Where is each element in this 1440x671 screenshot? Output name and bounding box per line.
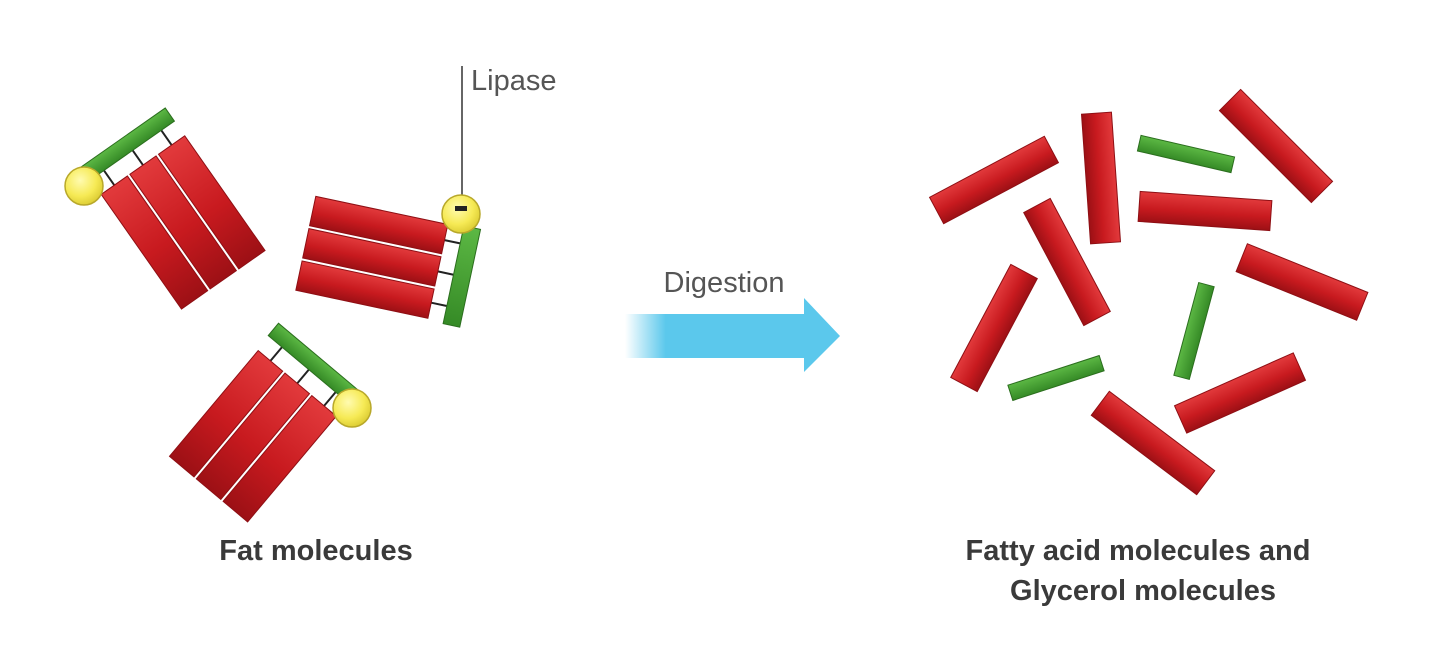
- lipase-enzyme: [64, 166, 104, 206]
- fatty-acid-bar: [195, 372, 311, 501]
- fatty-acid-molecule: [1218, 88, 1334, 204]
- fatty-acid-bar: [308, 195, 449, 255]
- glycerol-molecule: [1136, 134, 1236, 174]
- glycerol-molecule: [1007, 354, 1105, 402]
- lipase-active-site: [455, 206, 467, 211]
- products-caption-line1: Fatty acid molecules and: [966, 535, 1311, 567]
- fatty-acid-bar: [168, 349, 284, 478]
- fat-molecule-2: [295, 195, 482, 328]
- digestion-arrow: [625, 298, 840, 372]
- fatty-acid-bar: [222, 394, 338, 523]
- products-caption-line2: Glycerol molecules: [1010, 575, 1276, 607]
- fatty-acid-bar: [129, 155, 238, 290]
- lipase-enzyme: [332, 388, 372, 428]
- fatty-acid-molecule: [1023, 197, 1111, 327]
- fatty-acid-molecule: [1137, 190, 1273, 232]
- digestion-label: Digestion: [664, 267, 785, 299]
- fat-molecules-caption: Fat molecules: [219, 535, 412, 567]
- fatty-acid-molecule: [950, 263, 1038, 393]
- fat-molecule-3: [168, 322, 361, 523]
- fatty-acid-molecule: [928, 135, 1060, 225]
- lipase-label: Lipase: [471, 65, 556, 97]
- fatty-acid-bar: [302, 228, 442, 287]
- fatty-acid-bar: [100, 175, 209, 310]
- fat-molecule-1: [76, 107, 266, 310]
- fatty-acid-molecule: [1235, 243, 1369, 321]
- products: [928, 88, 1369, 496]
- glycerol-molecule: [1173, 281, 1215, 381]
- fatty-acid-bar: [295, 260, 435, 319]
- fatty-acid-molecule: [1090, 390, 1216, 496]
- fatty-acid-molecule: [1173, 352, 1307, 434]
- lipase-enzyme: [441, 194, 481, 234]
- fatty-acid-molecule: [1080, 111, 1122, 245]
- fatty-acid-bar: [157, 135, 266, 270]
